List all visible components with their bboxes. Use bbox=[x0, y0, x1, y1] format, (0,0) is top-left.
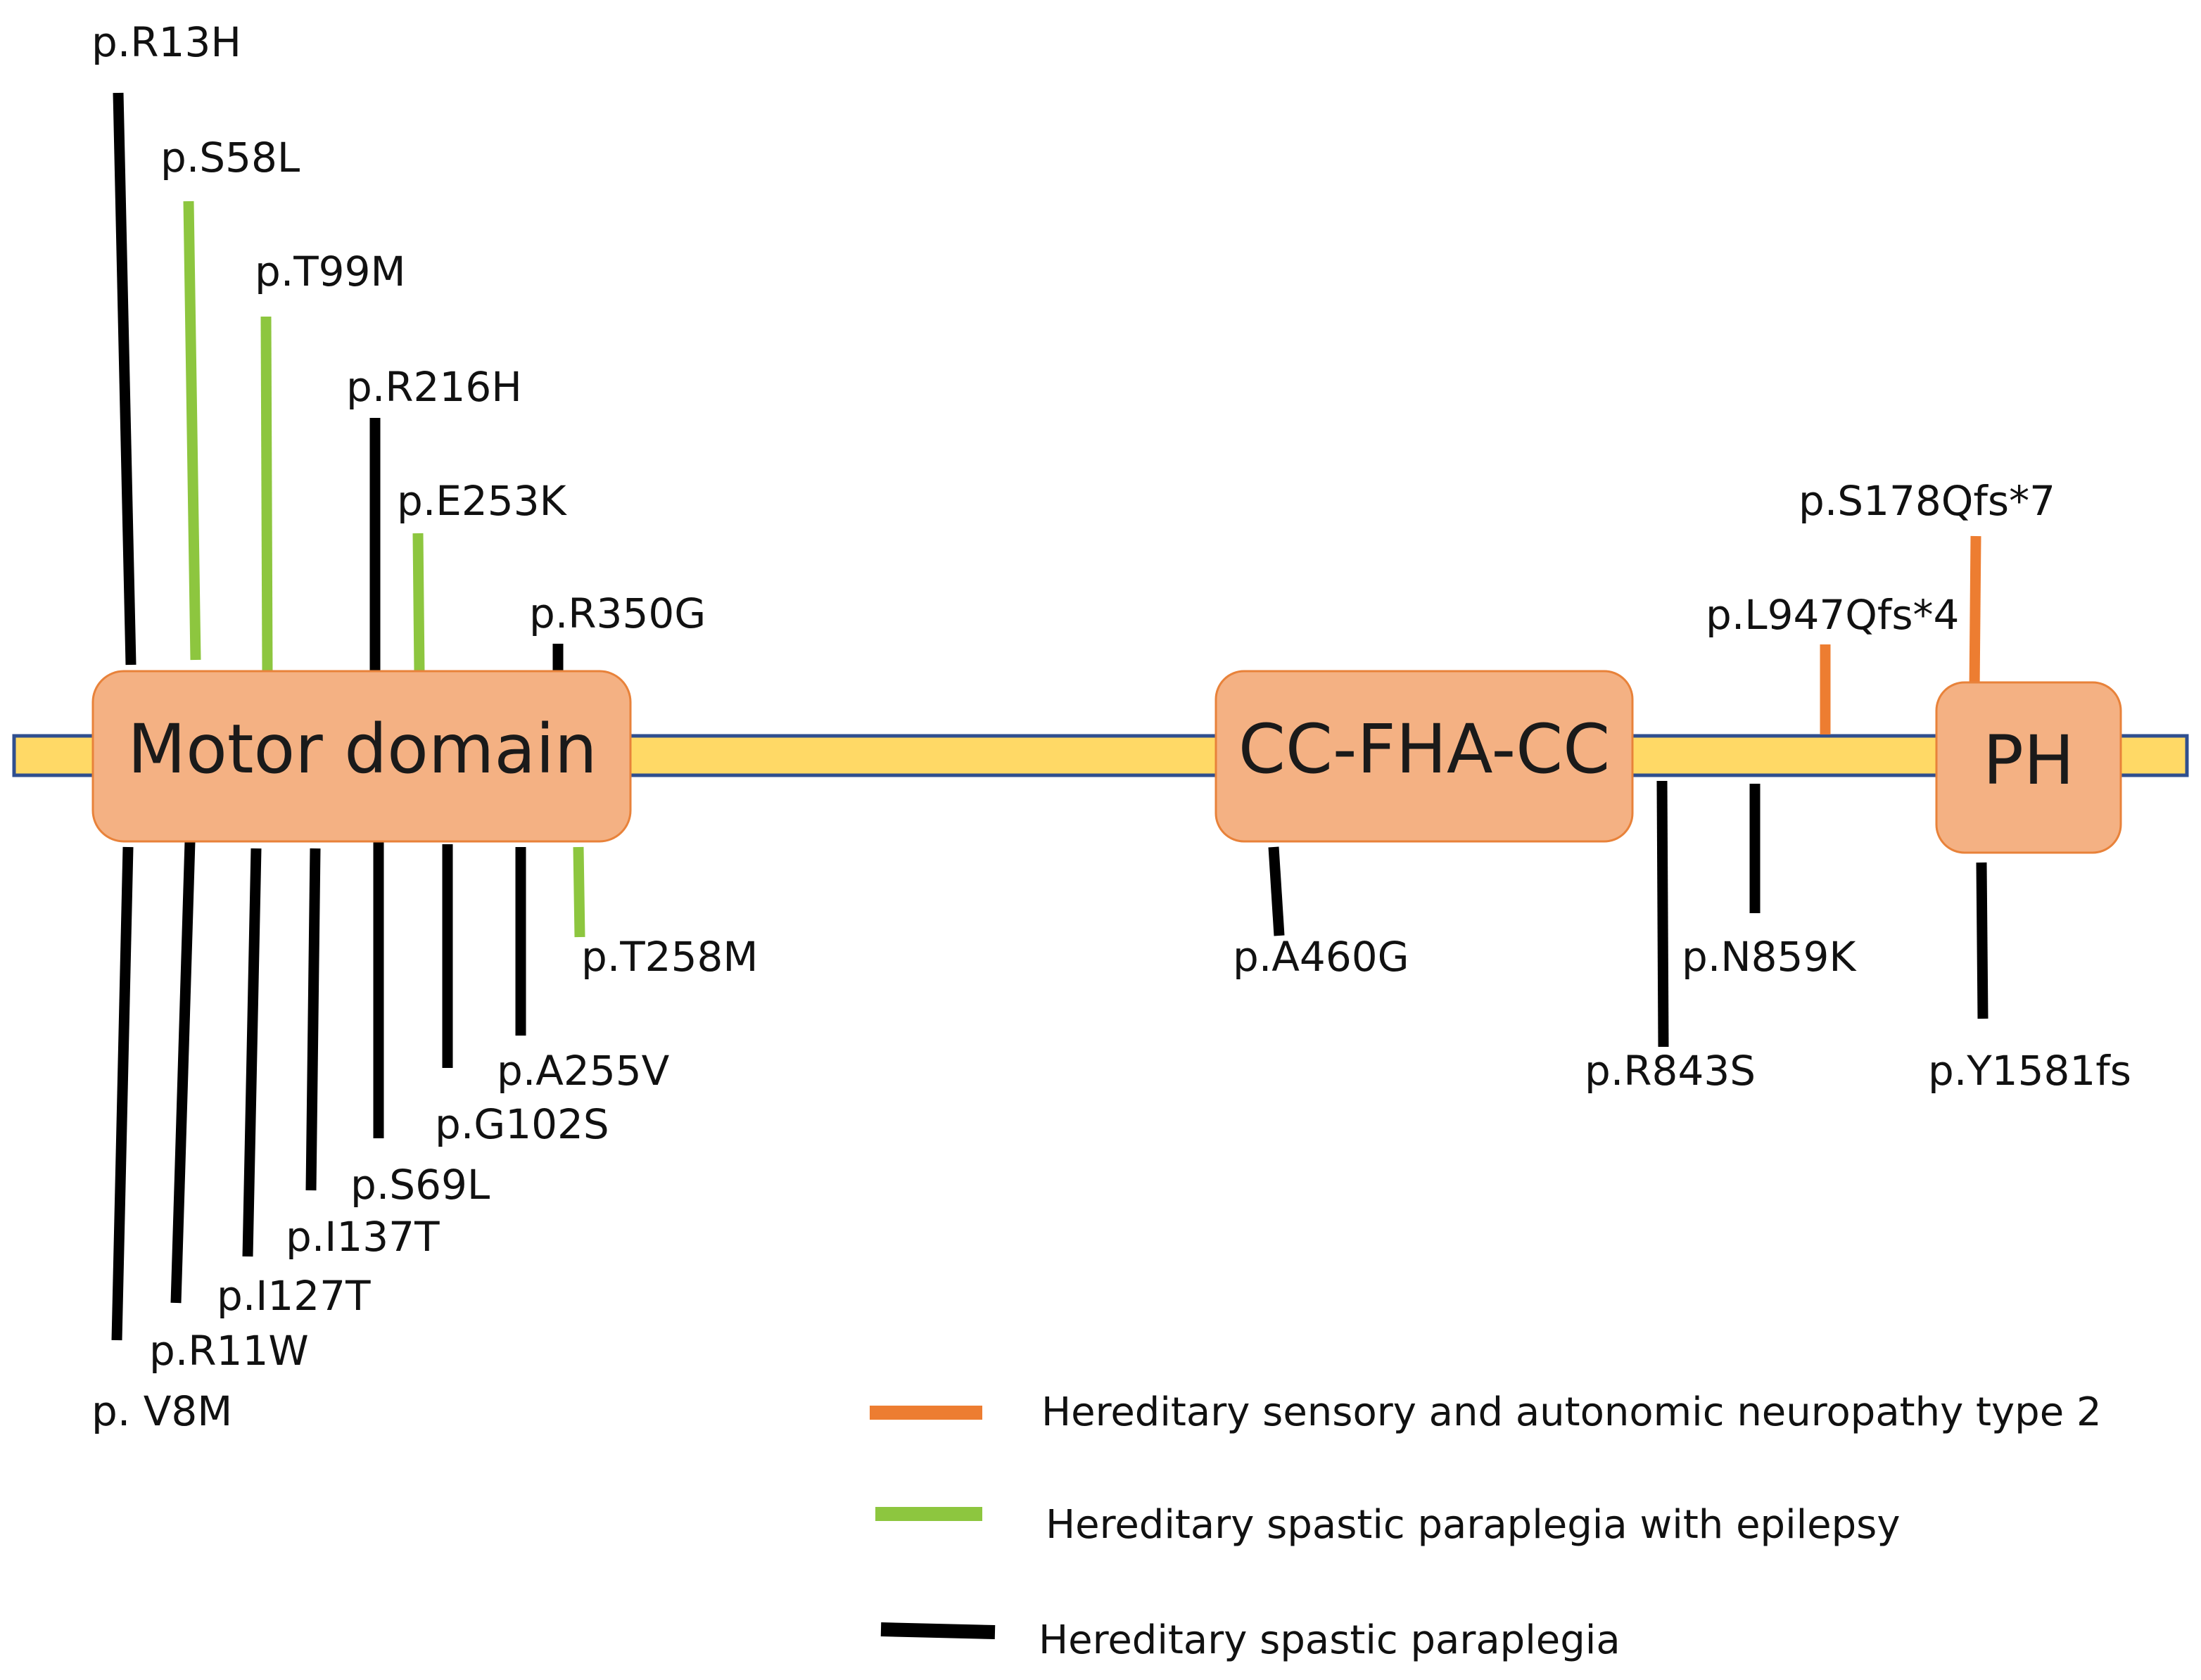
legend-label-hsp: Hereditary spastic paraplegia bbox=[1039, 1617, 1620, 1663]
mutation-line-v8m bbox=[111, 846, 134, 1341]
mutation-labels-above: p.R13H p.S58L p.T99M p.R216H p.E253K p.R… bbox=[91, 18, 2055, 639]
mutation-label-r13h: p.R13H bbox=[91, 18, 241, 66]
mutation-label-r216h: p.R216H bbox=[346, 363, 522, 411]
mutation-line-s58l bbox=[183, 201, 201, 661]
mutation-label-v8m: p. V8M bbox=[91, 1387, 232, 1435]
mutation-markers bbox=[111, 92, 1988, 1341]
mutation-labels-below: p. V8M p.R11W p.I127T p.I137T p.S69L p.G… bbox=[91, 933, 2131, 1435]
mutation-label-s69l: p.S69L bbox=[350, 1161, 490, 1209]
legend: Hereditary sensory and autonomic neuropa… bbox=[870, 1389, 2102, 1663]
mutation-label-s178qfs7: p.S178Qfs*7 bbox=[1799, 477, 2055, 525]
mutation-line-r11w bbox=[170, 841, 196, 1304]
motor-domain-label: Motor domain bbox=[127, 710, 597, 789]
mutation-label-r11w: p.R11W bbox=[149, 1327, 309, 1375]
mutation-label-a460g: p.A460G bbox=[1233, 933, 1409, 981]
mutation-label-g102s: p.G102S bbox=[435, 1100, 609, 1148]
mutation-line-a460g bbox=[1268, 846, 1285, 936]
ph-domain-label: PH bbox=[1983, 721, 2074, 800]
legend-label-hsp-epilepsy: Hereditary spastic paraplegia with epile… bbox=[1046, 1502, 1901, 1548]
mutation-line-r13h bbox=[113, 92, 137, 666]
mutation-label-i137t: p.I137T bbox=[286, 1213, 440, 1261]
mutation-line-t258m bbox=[573, 846, 585, 938]
mutation-line-r843s bbox=[1656, 780, 1669, 1048]
cc-fha-cc-domain-box bbox=[1214, 670, 1634, 843]
mutation-label-e253k: p.E253K bbox=[397, 477, 568, 525]
mutation-label-t99m: p.T99M bbox=[255, 248, 406, 295]
mutation-line-i137t bbox=[305, 848, 321, 1191]
motor-domain-box bbox=[91, 670, 632, 843]
mutation-label-n859k: p.N859K bbox=[1682, 933, 1857, 981]
ph-domain-box bbox=[1935, 681, 2122, 854]
mutation-label-r843s: p.R843S bbox=[1585, 1047, 1756, 1095]
mutation-label-s58l: p.S58L bbox=[160, 134, 300, 182]
mutation-line-e253k bbox=[412, 533, 425, 673]
mutation-label-a255v: p.A255V bbox=[497, 1047, 670, 1095]
mutation-label-l947qfs4: p.L947Qfs*4 bbox=[1706, 591, 1959, 639]
mutation-line-s178qfs7 bbox=[1969, 535, 1981, 692]
legend-swatch-hsp bbox=[880, 1622, 996, 1639]
mutation-line-y1581fs bbox=[1976, 862, 1988, 1019]
mutation-label-i127t: p.I127T bbox=[217, 1272, 371, 1320]
cc-fha-cc-domain-label: CC-FHA-CC bbox=[1238, 710, 1610, 789]
mutation-label-t258m: p.T258M bbox=[581, 933, 758, 981]
mutation-label-r350g: p.R350G bbox=[529, 590, 706, 637]
mutation-label-y1581fs: p.Y1581fs bbox=[1928, 1047, 2131, 1095]
domains: Motor domain CC-FHA-CC PH bbox=[91, 670, 2122, 854]
legend-label-hsan2: Hereditary sensory and autonomic neuropa… bbox=[1041, 1389, 2102, 1435]
mutation-line-t99m bbox=[260, 316, 273, 673]
mutation-line-i127t bbox=[242, 848, 262, 1257]
